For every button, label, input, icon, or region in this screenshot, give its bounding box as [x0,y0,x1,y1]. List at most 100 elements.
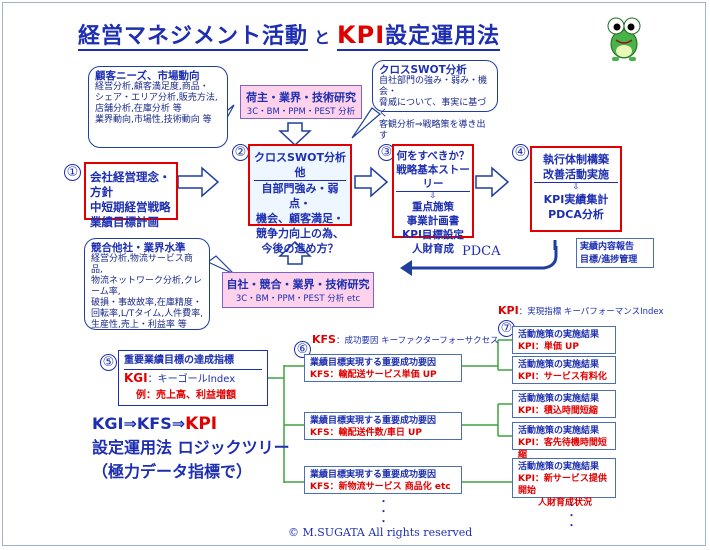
kpi-box: 活動施策の実施結果 KPI：サービス有料化 [512,356,616,384]
step4-number: ④ [512,144,529,161]
kpi-box-line1: 活動施策の実施結果 [518,330,600,340]
kpi-box-line2: KPI：サービス有料化 [518,372,607,382]
step2-line: 自部門強み・弱点・ [261,182,339,210]
title-part2: 設定運用法 [385,24,501,49]
step1-number: ① [64,164,81,181]
competitor-line: 回転率,L/Tタイム,人件費率, [91,309,203,319]
kfs-box-line1: 業績目標実現する重要成功要因 [310,416,437,426]
kpi-label: KPI：実現指標 キーパフォーマンスIndex [498,304,664,317]
step1-box: 会社経営理念・方針 中短期経営戦略 業績目標計画 [84,162,178,229]
kfs-label-text: ：成功要因 キーファクターフォーサクセス [335,336,499,346]
kpi-box-line2: KPI：単価 UP [518,342,579,352]
report-box: 実績内容報告 目標/進捗管理 [576,238,654,268]
competitor-line: 破損・事故故率,在庫精度・ [91,298,202,308]
step2-heading: クロスSWOT分析他 [254,151,346,181]
kfs-box: 業績目標実現する重要成功要因 KFS：輸配送サービス単価 UP [304,354,462,382]
step2-line: 機会、顧客満足・ [256,212,344,225]
kpi-box-line2: KPI：新サービス提供開始 [518,474,607,496]
title-part1: 経営マネジメント活動 [78,24,309,51]
kfs-label: KFS：成功要因 キーファクターフォーサクセス [312,333,499,346]
swot-note-heading: クロスSWOT分析 [379,64,467,76]
kfs-box-line2: KFS：輸配送件数/車日 UP [310,428,422,438]
kpi-box: 活動施策の実施結果 KPI：単価 UP [512,326,616,354]
customer-needs-line: 業界動向,市場性,技術動向 等 [95,115,212,125]
step3-line: 事業計画書 [406,215,460,227]
frog-mascot-icon [607,17,641,61]
kpi-label-kpi: KPI [498,304,519,317]
logic-tree-line2: 設定運用法 ロジックツリー [92,438,290,457]
step3-box: 何をすべきか？ 戦略基本ストーリー ⇩ 重点施策 事業計画書 KPI目標設定 人… [392,144,474,255]
logic-tree-line1b: KPI [185,414,218,434]
pdca-label: PDCA [462,244,501,259]
competitor-line: 生産性,売上・利益率 等 [91,320,187,330]
step3-head2: 戦略基本ストーリー [396,164,470,192]
step4-line: KPI実績集計 [543,193,609,206]
kfs-box-line1: 業績目標実現する重要成功要因 [310,470,437,480]
kpi-box-line1: 活動施策の実施結果 [518,462,600,472]
kfs-more-dots: ・・・ [376,496,387,526]
logic-tree-line1a: KGI⇒KFS⇒ [92,414,186,433]
swot-note-line: 客観分析⇒戦略策を導き出す [379,120,486,141]
step3-line: 人財育成 [412,243,454,255]
report-line: 実績内容報告 [580,242,635,252]
research-bottom-box: 自社・競合・業界・技術研究 3C・BM・PPM・PEST 分析 etc [222,272,374,308]
title-kpi: KPI [337,21,386,49]
kgi-text: ：キーゴールIndex [147,374,236,385]
customer-needs-heading: 顧客ニーズ、市場動向 [95,70,200,82]
page-title: 経営マネジメント活動と KPI設定運用法 [78,18,501,51]
customer-needs-line: シェア・エリア分析,販売方法, [95,93,218,103]
step3-line: KPI目標設定 [402,229,464,241]
kpi-box: 活動施策の実施結果 KPI：客先待機時間短縮 [512,422,616,460]
step5-number: ⑤ [100,354,117,371]
kpi-more-dots: ・・・ [564,500,575,530]
step2-box: クロスSWOT分析他 自部門強み・弱点・ 機会、顧客満足・ 競争力向上の為、 今… [248,144,352,255]
kpi-box-line3: 人財育成状況 [538,498,593,508]
swot-note-line: 脅威について、事実に基づく [379,98,487,119]
customer-needs-line: 店舗分析,在庫分析 等 [95,104,182,114]
customer-needs-line: 経営分析,顧客満足度,商品・ [95,82,209,92]
research-top-title: 荷主・業界・技術研究 [246,91,356,104]
competitor-bubble: 競合他社・業界水準 経営分析,物流サービス商品, 物流ネットワーク分析,クレーム… [84,238,210,330]
research-top-box: 荷主・業界・技術研究 3C・BM・PPM・PEST 分析 [240,85,362,119]
kpi-box-line2: KPI：積込時間短縮 [518,406,598,416]
step3-down-arrow-icon: ⇩ [429,191,437,201]
kpi-box-line1: 活動施策の実施結果 [518,426,600,436]
step1-line: 業績目標計画 [90,215,159,229]
swot-note-bubble: クロスSWOT分析 自社部門の強み・弱み・機会・ 脅威について、事実に基づく 客… [372,60,498,141]
kpi-label-text: ：実現指標 キーパフォーマンスIndex [518,307,664,317]
kgi-example: 例：売上高、利益増額 [136,390,236,401]
copyright: © M.SUGATA All rights reserved [288,526,473,539]
kfs-box-line1: 業績目標実現する重要成功要因 [310,358,437,368]
research-top-sub: 3C・BM・PPM・PEST 分析 [246,107,356,117]
kpi-box-line2: KPI：客先待機時間短縮 [518,438,607,460]
step4-down-arrow-icon: ⇩ [572,182,580,192]
competitor-line: 経営分析,物流サービス商品, [91,254,193,275]
kfs-box-line2: KFS：新物流サービス 商品化 etc [310,482,451,492]
step1-line: 会社経営理念・方針 [90,170,171,199]
step4-line: PDCA分析 [548,208,604,221]
report-line: 目標/進捗管理 [580,255,638,265]
research-bottom-sub: 3C・BM・PPM・PEST 分析 etc [235,294,361,304]
kfs-box: 業績目標実現する重要成功要因 KFS：新物流サービス 商品化 etc [304,466,462,494]
step2-number: ② [232,144,249,161]
title-to: と [314,28,332,47]
swot-note-line: 自社部門の強み・弱み・機会・ [379,76,488,97]
step6-number: ⑥ [294,341,311,358]
kgi-kgi: KGI [124,371,148,385]
logic-tree-note: KGI⇒KFS⇒KPI 設定運用法 ロジックツリー （極力データ指標で） [92,412,290,484]
kpi-box: 活動施策の実施結果 KPI：新サービス提供開始 人財育成状況 [512,458,616,508]
logic-tree-line3: （極力データ指標で） [92,462,253,481]
step3-line: 重点施策 [412,201,454,213]
step4-head1: 執行体制構築 [543,153,609,166]
step4-head2: 改善活動実施 [534,167,618,183]
step7-number: ⑦ [498,320,515,337]
kpi-box: 活動施策の実施結果 KPI：積込時間短縮 [512,390,616,418]
kfs-box-line2: KFS：輸配送サービス単価 UP [310,370,437,380]
kpi-box-line1: 活動施策の実施結果 [518,394,600,404]
kgi-box: 重要業績目標の達成指標 KGI：キーゴールIndex 例：売上高、利益増額 [118,350,268,406]
kfs-box: 業績目標実現する重要成功要因 KFS：輸配送件数/車日 UP [304,412,462,440]
research-bottom-title: 自社・競合・業界・技術研究 [226,278,370,291]
competitor-heading: 競合他社・業界水準 [91,242,186,254]
customer-needs-bubble: 顧客ニーズ、市場動向 経営分析,顧客満足度,商品・ シェア・エリア分析,販売方法… [88,66,228,148]
